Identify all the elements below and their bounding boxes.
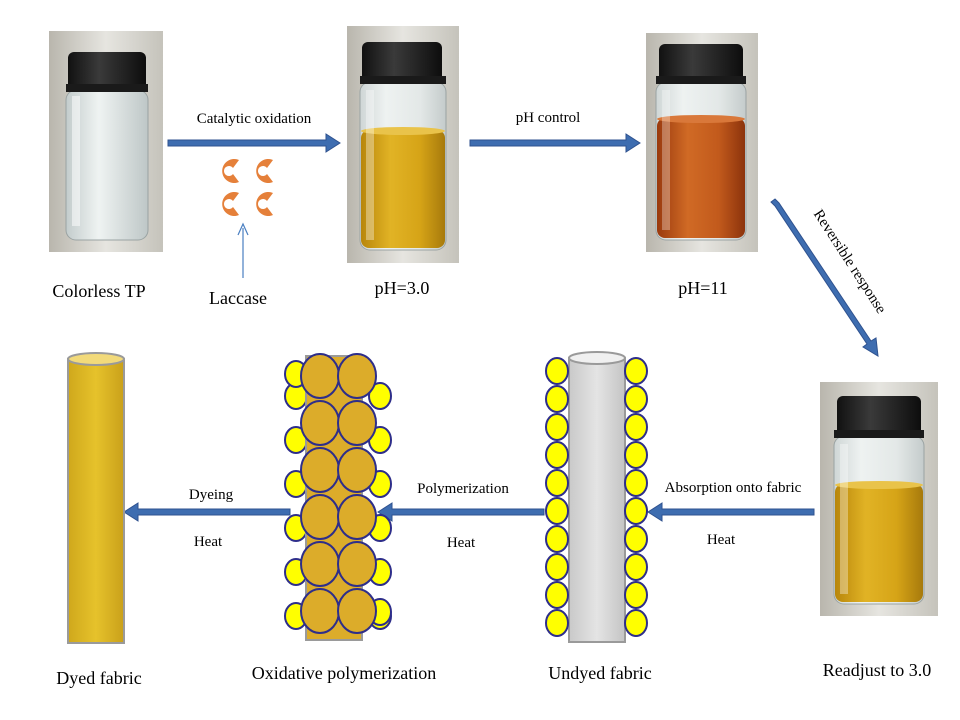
label-readjust: Readjust to 3.0 <box>823 660 932 680</box>
vial-colorless-photo <box>49 31 163 252</box>
label-colorless: Colorless TP <box>52 281 145 301</box>
enzyme-icon <box>222 191 239 217</box>
monomer-bead <box>624 525 648 553</box>
arrow-label-dyeing: Dyeing <box>189 487 234 503</box>
polymer-bead <box>337 447 377 493</box>
arrow-sublabel-absorption: Heat <box>707 532 736 548</box>
polymer-bead <box>337 541 377 587</box>
label-oxidative: Oxidative polymerization <box>252 663 436 683</box>
monomer-bead <box>545 525 569 553</box>
arrow-reversible <box>770 198 879 357</box>
monomer-bead <box>545 385 569 413</box>
oxidative-cylinder <box>284 353 392 641</box>
vial-ph3-photo <box>347 26 459 263</box>
label-ph3: pH=3.0 <box>375 278 430 298</box>
monomer-bead <box>368 382 392 410</box>
dyed-fabric-cylinder <box>67 352 125 644</box>
monomer-bead <box>624 357 648 385</box>
arrow-polymerization <box>377 502 545 522</box>
monomer-bead <box>624 413 648 441</box>
polymer-beads <box>300 353 377 634</box>
monomer-bead <box>545 609 569 637</box>
vial-ph11-photo <box>646 33 758 252</box>
polymer-bead <box>300 400 340 446</box>
arrow-label-reversible: Reversible response <box>810 207 889 317</box>
polymer-bead <box>337 588 377 634</box>
monomer-bead <box>545 497 569 525</box>
enzyme-icon <box>222 159 239 183</box>
arrow-label-polymerization: Polymerization <box>417 481 509 497</box>
label-ph11: pH=11 <box>678 278 727 298</box>
arrow-label-absorption: Absorption onto fabric <box>665 480 802 496</box>
polymer-bead <box>300 353 340 399</box>
laccase-enzymes <box>222 159 273 217</box>
monomer-bead <box>545 553 569 581</box>
monomer-bead <box>624 553 648 581</box>
monomer-bead <box>624 609 648 637</box>
arrow-sublabel-polymerization: Heat <box>447 535 476 551</box>
vial-readjust-photo <box>820 382 938 616</box>
arrow-ph-control <box>469 133 641 153</box>
polymer-bead <box>300 447 340 493</box>
monomer-bead <box>624 581 648 609</box>
enzyme-icon <box>256 159 273 183</box>
undyed-fabric-cylinder <box>545 351 648 643</box>
arrow-dyeing <box>123 502 291 522</box>
enzyme-icon <box>256 191 273 217</box>
monomer-bead <box>545 413 569 441</box>
monomer-bead <box>545 441 569 469</box>
label-undyed: Undyed fabric <box>548 663 651 683</box>
polymer-bead <box>337 353 377 399</box>
monomer-bead <box>624 497 648 525</box>
arrow-catalytic <box>167 133 341 153</box>
monomer-beads <box>545 357 648 637</box>
polymer-bead <box>300 494 340 540</box>
monomer-bead <box>545 581 569 609</box>
arrow-sublabel-dyeing: Heat <box>194 534 223 550</box>
polymer-bead <box>300 541 340 587</box>
label-laccase: Laccase <box>209 288 267 308</box>
polymer-bead <box>337 494 377 540</box>
label-dyed-fabric: Dyed fabric <box>56 668 141 688</box>
arrow-label-catalytic: Catalytic oxidation <box>197 111 312 127</box>
laccase-pointer-arrow <box>237 222 249 278</box>
monomer-bead <box>624 441 648 469</box>
arrow-absorption <box>647 502 815 522</box>
polymer-bead <box>300 588 340 634</box>
polymer-bead <box>337 400 377 446</box>
monomer-bead <box>545 469 569 497</box>
monomer-bead <box>624 385 648 413</box>
monomer-bead <box>545 357 569 385</box>
arrow-label-ph-control: pH control <box>516 110 581 126</box>
monomer-bead <box>624 469 648 497</box>
